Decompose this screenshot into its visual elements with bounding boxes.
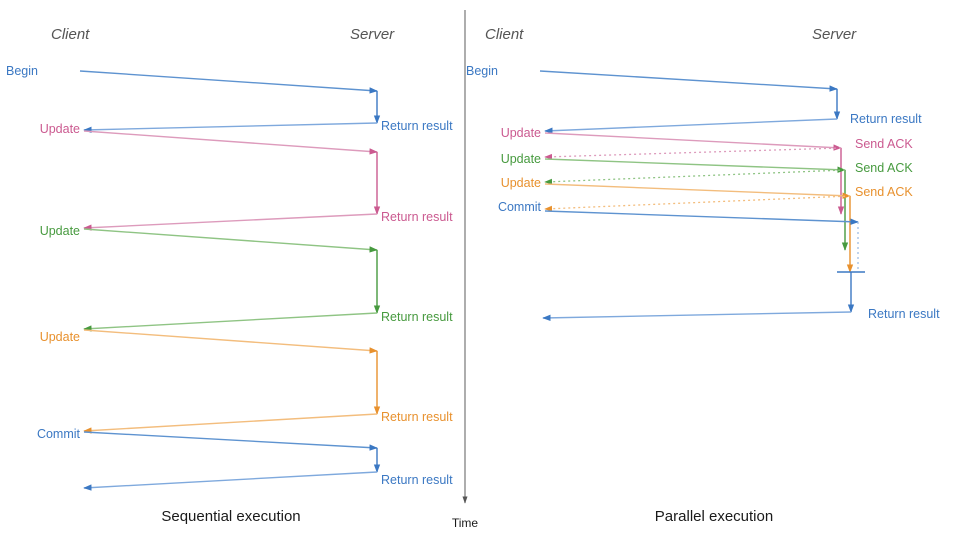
sequential-client-lane-title: Client [51,26,90,43]
sequential-arrow-begin-request [79,70,378,94]
sequential-client-label-update-2: Update [40,224,80,238]
sequential-client-label-commit: Commit [37,427,81,441]
parallel-arrow-update1-request [544,132,842,151]
sequential-message-update-1: Update Return result [40,122,453,231]
parallel-client-label-update-3: Update [501,176,541,190]
sequential-arrow-commit-request [83,431,378,451]
parallel-arrow-commit-request [544,210,859,225]
sequential-server-label-commit-return: Return result [381,473,453,487]
sequential-message-commit: Commit Return result [37,427,453,491]
parallel-arrow-update3-request [544,183,851,199]
sequential-message-update-2: Update Return result [40,224,453,332]
parallel-arrow-begin-response [544,118,838,134]
sequential-message-update-3: Update Return result [40,329,453,434]
sequential-arrow-begin-response [83,122,378,134]
parallel-server-label-update2-ack: Send ACK [855,161,913,175]
sequential-arrow-update2-response [83,312,378,332]
sequential-server-label-update2-return: Return result [381,310,453,324]
parallel-server-label-update1-ack: Send ACK [855,137,913,151]
parallel-client-label-update-2: Update [501,152,541,166]
panel-sequential: Client Server Begin Return result Update… [6,26,453,525]
parallel-client-label-commit: Commit [498,200,542,214]
sequential-panel-caption: Sequential execution [161,508,300,525]
parallel-client-label-update-1: Update [501,126,541,140]
parallel-arrow-begin-request [539,70,838,92]
sequential-message-begin: Begin Return result [6,64,453,134]
sequential-arrow-update1-response [83,213,378,231]
parallel-message-update-1: Update Send ACK [501,126,913,215]
parallel-message-commit: Commit Return result [498,200,940,322]
parallel-server-label-update3-ack: Send ACK [855,185,913,199]
panel-parallel: Client Server Begin Return result Update… [466,26,940,525]
parallel-client-label-begin: Begin [466,64,498,78]
parallel-message-update-3: Update Send ACK [501,176,913,273]
time-axis-label: Time [452,516,479,530]
sequential-arrow-update1-request [83,130,378,155]
sequential-client-label-update-3: Update [40,330,80,344]
parallel-arrow-update1-ack [544,147,842,160]
sequential-server-label-update1-return: Return result [381,210,453,224]
time-axis: Time [452,10,479,530]
sequential-server-label-update3-return: Return result [381,410,453,424]
sequential-client-label-begin: Begin [6,64,38,78]
sequential-client-label-update-1: Update [40,122,80,136]
parallel-message-begin: Begin Return result [466,64,922,134]
sequential-arrow-update3-response [83,413,378,434]
sequential-server-label-begin-return: Return result [381,119,453,133]
parallel-panel-caption: Parallel execution [655,508,773,525]
sequential-server-lane-title: Server [350,26,395,43]
parallel-arrow-commit-response [542,311,852,322]
parallel-client-lane-title: Client [485,26,524,43]
sequential-arrow-update2-request [83,228,378,253]
parallel-server-lane-title: Server [812,26,857,43]
parallel-server-label-commit-return: Return result [868,307,940,321]
parallel-message-update-2: Update Send ACK [501,152,913,251]
parallel-server-label-begin-return: Return result [850,112,922,126]
parallel-arrow-update3-ack [544,195,851,212]
sequential-arrow-update3-request [83,329,378,354]
parallel-arrow-update2-ack [544,169,846,185]
sequential-arrow-commit-response [83,471,378,491]
parallel-arrow-update2-request [544,158,846,173]
